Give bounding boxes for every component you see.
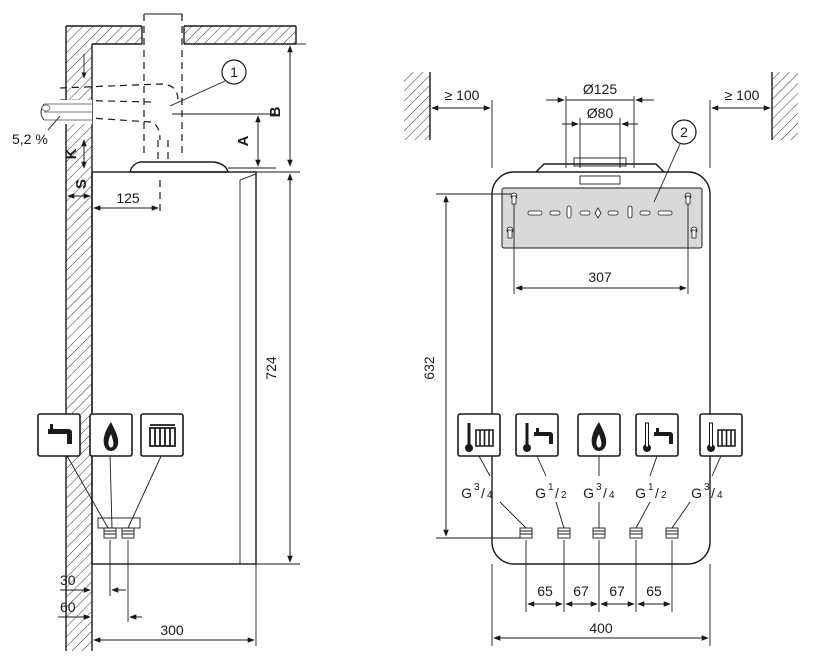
svg-text:1: 1 — [548, 482, 554, 493]
svg-text:2: 2 — [561, 490, 567, 501]
boiler-side — [91, 161, 257, 565]
dimension-a: A — [172, 113, 276, 169]
svg-text:3: 3 — [596, 482, 602, 493]
svg-text:≥ 100: ≥ 100 — [725, 87, 760, 103]
svg-text:G: G — [461, 485, 472, 501]
mounting-bracket — [501, 187, 703, 249]
radiator-icon — [140, 413, 184, 457]
svg-text:G: G — [535, 485, 546, 501]
thread-label-2: G 1 / 2 — [535, 482, 567, 501]
svg-text:65: 65 — [537, 583, 553, 599]
dim-724: 724 — [263, 356, 279, 380]
svg-text:67: 67 — [573, 583, 589, 599]
flue-diameters: Ø125 Ø80 — [546, 81, 654, 168]
dimension-s: S — [67, 179, 91, 199]
dimension-307: 307 — [513, 204, 689, 294]
icon-cold-water-inlet — [635, 413, 679, 457]
side-view: 5,2 % — [12, 13, 306, 651]
svg-text:400: 400 — [589, 620, 613, 636]
svg-text:G: G — [583, 485, 594, 501]
svg-text:Ø80: Ø80 — [587, 105, 614, 121]
dim-60: 60 — [60, 599, 76, 615]
svg-text:3: 3 — [704, 482, 710, 493]
svg-text:2: 2 — [680, 124, 688, 140]
dimension-bottom-side: 30 60 300 — [58, 540, 257, 646]
icon-gas-flame — [577, 413, 621, 457]
gas-flame-icon — [89, 413, 133, 457]
connection-leaders — [478, 455, 722, 529]
slope-label: 5,2 % — [12, 131, 48, 147]
dimension-125: 125 — [93, 190, 159, 211]
fitting-spacing-dims: 65 67 67 65 — [525, 540, 673, 612]
label-b: B — [267, 106, 284, 117]
svg-text:G: G — [635, 485, 646, 501]
dimension-b: B — [267, 43, 306, 167]
dimension-724: 724 — [256, 171, 300, 565]
clearance-left: ≥ 100 — [431, 87, 493, 168]
dim-125: 125 — [116, 190, 140, 206]
svg-text:67: 67 — [609, 583, 625, 599]
svg-text:3: 3 — [474, 482, 480, 493]
svg-text:Ø125: Ø125 — [583, 81, 617, 97]
thread-label-4: G 1 / 2 — [635, 482, 667, 501]
boiler-front — [491, 157, 711, 565]
svg-text:1: 1 — [230, 64, 238, 80]
svg-text:4: 4 — [609, 490, 615, 501]
wall-hatching — [65, 25, 297, 651]
icon-hot-water-outlet — [515, 413, 559, 457]
svg-text:307: 307 — [588, 269, 612, 285]
callout-2: 2 — [653, 119, 697, 203]
thread-label-3: G 3 / 4 — [583, 482, 615, 501]
svg-text:≥ 100: ≥ 100 — [445, 87, 480, 103]
dimension-k: K — [63, 139, 87, 169]
svg-text:4: 4 — [487, 490, 493, 501]
svg-text:65: 65 — [646, 583, 662, 599]
label-k: K — [63, 148, 80, 159]
svg-text:2: 2 — [661, 490, 667, 501]
label-s: S — [73, 179, 90, 189]
hot-water-tap-icon — [37, 413, 81, 457]
svg-text:/: / — [711, 485, 715, 501]
flue-duct — [40, 13, 183, 214]
svg-text:/: / — [655, 485, 659, 501]
dimension-400: 400 — [491, 564, 711, 646]
svg-text:G: G — [691, 485, 702, 501]
thread-label-1: G 3 / 4 — [461, 482, 493, 501]
icon-heating-return — [699, 413, 743, 457]
dim-30: 30 — [60, 572, 76, 588]
clearance-right: ≥ 100 — [709, 87, 771, 168]
svg-text:/: / — [555, 485, 559, 501]
callout-1: 1 — [169, 59, 247, 107]
side-fittings — [103, 527, 135, 539]
dim-300: 300 — [160, 622, 184, 638]
svg-text:4: 4 — [717, 490, 723, 501]
icon-heating-flow — [457, 413, 501, 457]
dimension-632: 632 — [421, 193, 524, 539]
thread-label-5: G 3 / 4 — [691, 482, 723, 501]
svg-text:/: / — [603, 485, 607, 501]
front-fittings — [519, 527, 679, 539]
slope-leader — [47, 115, 61, 131]
svg-text:632: 632 — [421, 356, 437, 380]
svg-text:/: / — [481, 485, 485, 501]
svg-text:1: 1 — [648, 482, 654, 493]
label-a: A — [235, 135, 252, 146]
front-view: ≥ 100 ≥ 100 Ø125 Ø80 — [404, 72, 798, 646]
